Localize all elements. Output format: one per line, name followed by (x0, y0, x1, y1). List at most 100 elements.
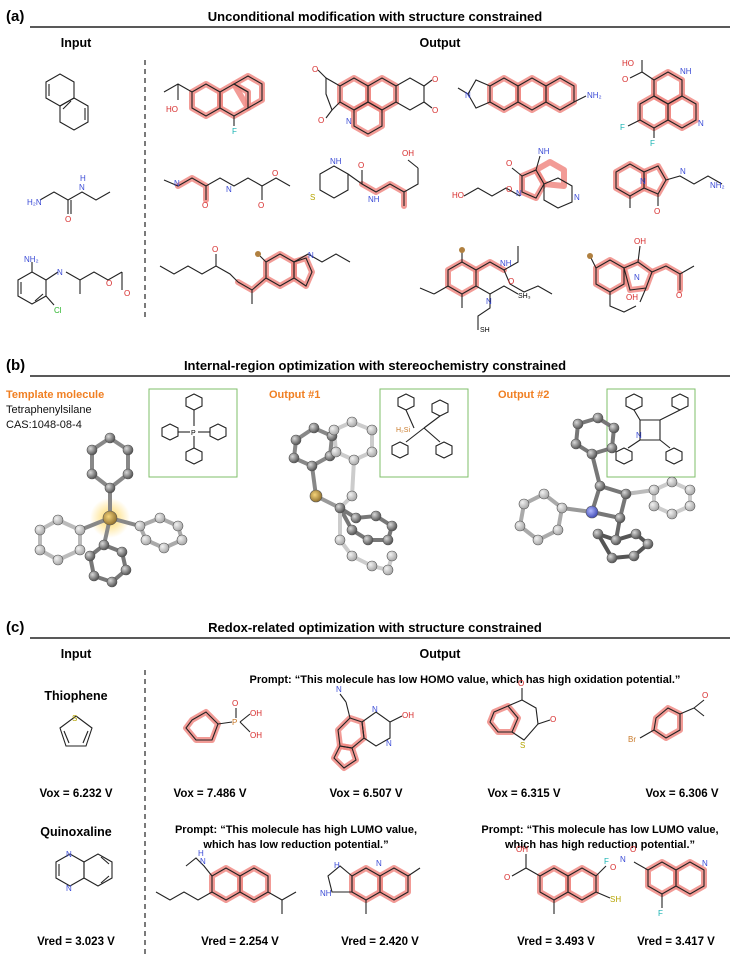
atom-label: N (386, 739, 392, 748)
input1-name: Thiophene (44, 689, 107, 703)
atom-label: H₂Si (396, 427, 410, 434)
prompt-3-line-1: Prompt: “This molecule has low LUMO valu… (481, 824, 718, 836)
output-c-2-4: N O O F N (610, 845, 708, 918)
panel-c-input-header: Input (61, 647, 92, 661)
atom-label: Br (628, 735, 636, 744)
row2-value-4: Vred = 3.417 V (637, 936, 715, 948)
prompt-2-line-2: which has low reduction potential.” (202, 839, 388, 851)
output1-3d-model (288, 416, 398, 576)
output2-3d-model (514, 412, 696, 564)
atom-label: H (334, 861, 340, 870)
atom-label: F (650, 139, 655, 148)
row2-value-1: Vred = 2.254 V (201, 936, 279, 948)
input-naphthalene (45, 73, 89, 131)
atom-label: O (432, 75, 438, 84)
output2-2d-structure: N (606, 388, 696, 478)
atom-label: N (66, 884, 72, 893)
output-c-1-1: P O OH OH (183, 699, 262, 743)
panel-c-title: Redox-related optimization with structur… (208, 620, 542, 635)
atom-label: P (191, 430, 196, 437)
panel-a-title: Unconditional modification with structur… (208, 9, 542, 24)
input2-name: Quinoxaline (40, 825, 112, 839)
atom-label: O (504, 873, 510, 882)
atom-label: N (57, 268, 63, 277)
atom-label: S (310, 193, 315, 202)
atom-label: O (124, 289, 130, 298)
atom-label: O (676, 291, 682, 300)
output-a-2-3: HO O N NH O N (452, 147, 580, 209)
atom-label: N (174, 179, 180, 188)
prompt-1: Prompt: “This molecule has low HOMO valu… (250, 674, 681, 686)
atom-label: O (506, 185, 512, 194)
panel-a-label: (a) (6, 8, 24, 25)
atom-label: N (636, 431, 642, 440)
atom-label: N (465, 91, 471, 100)
atom-label: NH₂ (24, 255, 39, 264)
atom-label: OH (516, 845, 528, 854)
atom-label: OH (634, 237, 646, 246)
atom-label: NH (500, 259, 512, 268)
row1-value-3: Vox = 6.315 V (488, 788, 561, 800)
panel-a: (a) Unconditional modification with stru… (6, 8, 730, 334)
atom-label: N (66, 850, 72, 859)
prompt-2-line-1: Prompt: “This molecule has high LUMO val… (175, 824, 417, 836)
atom-label: H (80, 174, 86, 183)
atom-label: OH (402, 149, 414, 158)
atom-label: H (198, 849, 204, 858)
panel-b-title: Internal-region optimization with stereo… (184, 358, 566, 373)
atom-label: O (258, 201, 264, 210)
output-a-2-4: N N NH₂ O (613, 161, 725, 216)
input-amide: H₂N N H O (27, 174, 111, 224)
atom-label: NH₂ (587, 91, 602, 100)
atom-label: O (610, 863, 616, 872)
atom-label: NH (538, 147, 550, 156)
output-a-1-3: N NH₂ (457, 75, 602, 113)
atom-label: N (680, 167, 686, 176)
atom-label: HO (622, 59, 634, 68)
atom-label: S (72, 714, 77, 723)
output-c-2-3: OH O F SH (504, 845, 621, 914)
atom-label: N (376, 859, 382, 868)
input-aniline: NH₂ N O O Cl (17, 255, 130, 315)
atom-label: N (200, 857, 206, 866)
output1-label: Output #1 (269, 389, 320, 401)
atom-label: HO (166, 105, 178, 114)
atom-label: H₂N (27, 198, 42, 207)
atom-label: O (622, 75, 628, 84)
output-c-2-2: H NH N (320, 859, 421, 914)
panel-c: (c) Redox-related optimization with stru… (6, 619, 730, 958)
template-cas: CAS:1048-08-4 (6, 419, 82, 431)
atom-label: NH₂ (710, 181, 725, 190)
output-a-2-2: NH S O NH OH (310, 149, 419, 209)
output-c-2-1: N H (155, 849, 297, 914)
panel-c-label: (c) (6, 619, 24, 636)
atom-label: N (486, 297, 492, 306)
template-name: Tetraphenylsilane (6, 404, 92, 416)
output-c-1-2: N N N OH (331, 685, 414, 771)
panel-a-output-header: Output (420, 36, 462, 50)
panel-b-label: (b) (6, 357, 25, 374)
row1-value-1: Vox = 7.486 V (174, 788, 247, 800)
template-label: Template molecule (6, 389, 104, 401)
atom-label: O (506, 159, 512, 168)
atom-label: NH (320, 889, 332, 898)
atom-label: N (336, 685, 342, 694)
panel-b: (b) Internal-region optimization with st… (6, 357, 730, 588)
atom-label: N (702, 859, 708, 868)
template-3d-model (34, 432, 188, 588)
panel-c-output-header: Output (420, 647, 462, 661)
atom-label: O (65, 215, 71, 224)
atom-label: O (508, 277, 514, 286)
atom-label: SH₃ (518, 293, 531, 300)
atom-label: OH (402, 711, 414, 720)
atom-label: N (226, 185, 232, 194)
output-a-1-2: O O O O N (312, 65, 438, 137)
atom-label: P (232, 718, 237, 727)
atom-label: N (346, 117, 352, 126)
atom-label: N (620, 855, 626, 864)
input1-value: Vox = 6.232 V (40, 788, 113, 800)
atom-label: F (232, 127, 237, 136)
atom-label: O (318, 116, 324, 125)
atom-label: O (518, 679, 524, 688)
atom-label: S (520, 741, 525, 750)
